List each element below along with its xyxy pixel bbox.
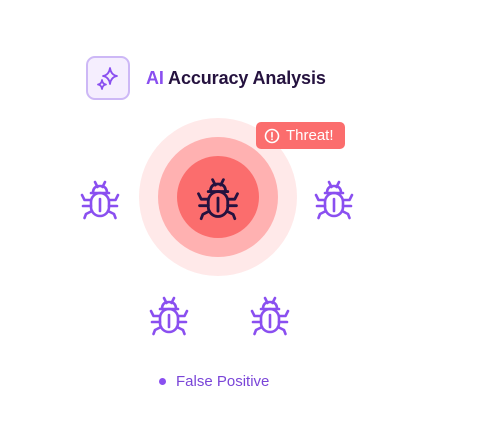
bug-icon [145,290,193,338]
threat-bug-icon [192,171,244,223]
bug-icon [310,174,358,222]
alert-circle-icon [264,128,280,143]
threat-badge: Threat! [256,122,345,149]
page-title: AI Accuracy Analysis [146,68,326,89]
bug-icon [76,174,124,222]
bug-icon [246,290,294,338]
title-text: Accuracy Analysis [163,67,326,88]
title-accent: AI [146,67,164,88]
threat-label: Threat! [286,127,334,144]
sparkle-icon [97,67,118,90]
legend-label: False Positive [176,373,270,390]
legend: False Positive [159,373,269,390]
header: AI Accuracy Analysis [86,56,326,100]
sparkle-icon-box [86,56,130,100]
legend-dot [159,378,166,385]
